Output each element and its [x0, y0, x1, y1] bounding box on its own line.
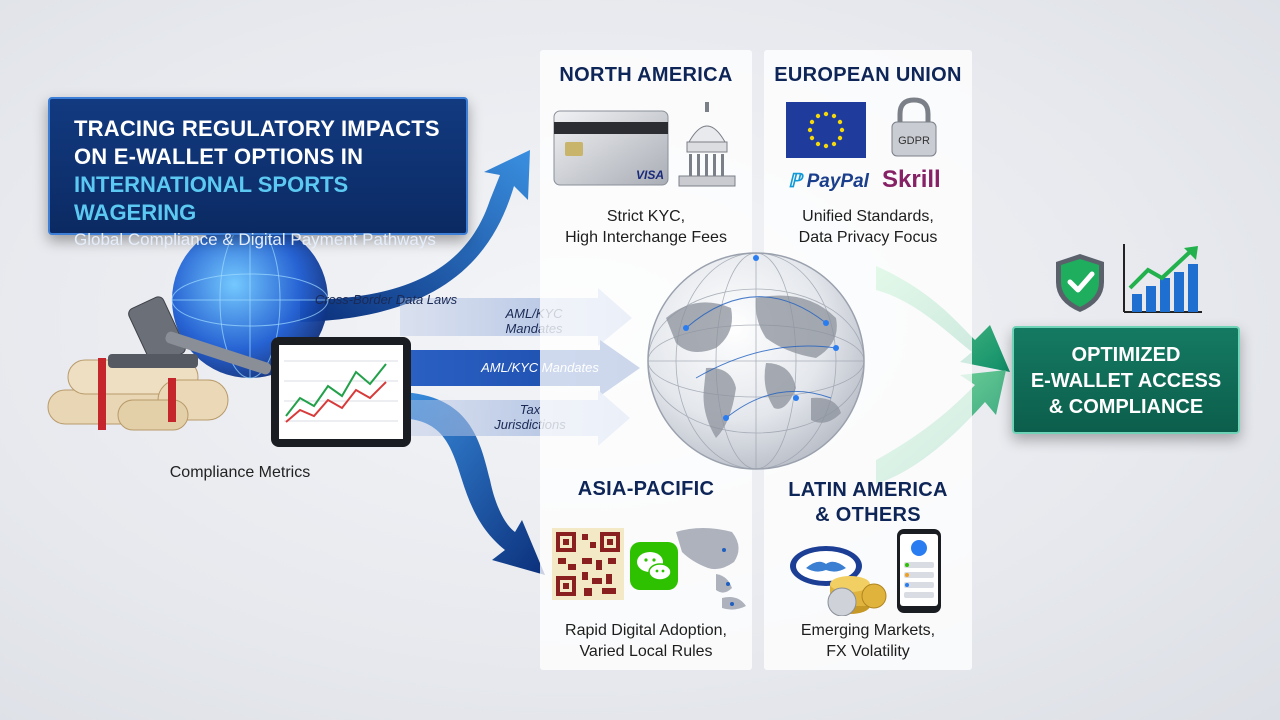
compliance-metrics-label: Compliance Metrics: [169, 464, 311, 481]
outcome-line-1: OPTIMIZED: [1071, 344, 1181, 366]
latin-america-desc: Emerging Markets, FX Volatility: [764, 620, 972, 662]
skrill-logo: Skrill: [882, 166, 941, 193]
title-line-3: INTERNATIONAL SPORTS WAGERING: [74, 172, 349, 225]
european-union-desc-line-1: Unified Standards,: [802, 208, 934, 225]
scrolls-icon: [47, 358, 229, 431]
eu-flag-icon: [786, 102, 866, 158]
latin-america-desc-line-2: FX Volatility: [826, 643, 910, 660]
handshake-coins-icon: [790, 546, 887, 616]
wechat-icon: [630, 542, 678, 590]
coins-icon: [827, 576, 887, 616]
north-america-desc-line-2: High Interchange Fees: [565, 229, 727, 246]
title-line-2: ON E-WALLET OPTIONS IN: [74, 144, 364, 169]
paypal-text: PayPal: [806, 171, 869, 192]
european-union-title: EUROPEAN UNION: [774, 64, 962, 86]
asia-pacific-title: ASIA-PACIFIC: [577, 478, 715, 500]
padlock-icon: GDPR: [891, 97, 937, 157]
tablet-chart-icon: [271, 337, 411, 447]
visa-text: VISA: [636, 168, 664, 182]
world-globe-icon: [647, 252, 865, 470]
north-america-title: NORTH AMERICA: [559, 64, 733, 86]
latin-america-title-line-2: & OTHERS: [815, 504, 921, 526]
north-america-desc-line-1: Strict KYC,: [606, 208, 686, 225]
growth-chart-icon: [1123, 244, 1202, 313]
outcome-box: OPTIMIZED E-WALLET ACCESS & COMPLIANCE: [1012, 326, 1240, 434]
cross-border-label: Cross-Border Data Laws: [314, 292, 458, 307]
european-union-desc: Unified Standards, Data Privacy Focus: [764, 206, 972, 248]
capitol-icon: [678, 102, 736, 187]
title-subtitle: Global Compliance & Digital Payment Path…: [74, 230, 436, 249]
outcome-line-3: & COMPLIANCE: [1048, 396, 1204, 418]
gavel-icon: [108, 296, 272, 375]
shield-check-icon: [1056, 254, 1104, 312]
asia-pacific-desc-line-1: Rapid Digital Adoption,: [565, 622, 727, 639]
phone-app-icon: [897, 529, 941, 613]
outcome-line-2: E-WALLET ACCESS: [1030, 370, 1222, 392]
handshake-icon: [790, 546, 862, 586]
latin-america-title: LATIN AMERICA & OTHERS: [764, 478, 972, 528]
asia-map-icon: [676, 528, 746, 610]
asia-pacific-desc: Rapid Digital Adoption, Varied Local Rul…: [540, 620, 752, 662]
european-union-desc-line-2: Data Privacy Focus: [798, 229, 938, 246]
gdpr-text: GDPR: [898, 135, 930, 147]
arrow-to-asia-pacific: [400, 392, 545, 575]
qr-code-icon: [552, 528, 624, 600]
asia-pacific-desc-line-2: Varied Local Rules: [579, 643, 713, 660]
latin-america-desc-line-1: Emerging Markets,: [800, 622, 936, 639]
paypal-logo: ℙ PayPal: [788, 171, 869, 192]
title-box: TRACING REGULATORY IMPACTS ON E-WALLET O…: [48, 97, 468, 249]
north-america-desc: Strict KYC, High Interchange Fees: [540, 206, 752, 248]
gavel-scrolls-group: [47, 296, 272, 431]
title-line-1: TRACING REGULATORY IMPACTS: [74, 116, 440, 141]
credit-card-icon: VISA: [553, 110, 669, 186]
latin-america-title-line-1: LATIN AMERICA: [788, 479, 948, 501]
